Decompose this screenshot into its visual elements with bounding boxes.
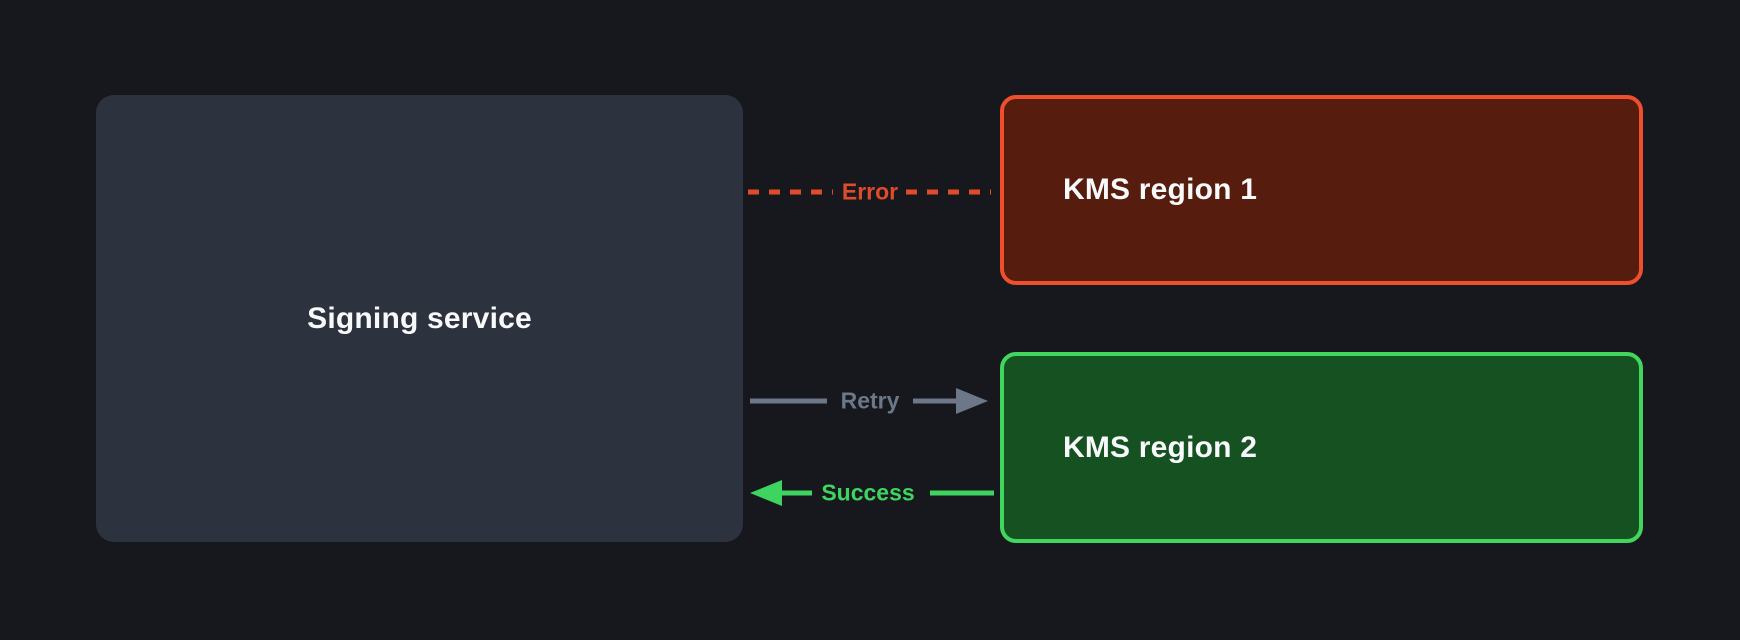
error-label: Error	[841, 178, 899, 205]
node-kms-region-1-label: KMS region 1	[1063, 173, 1258, 206]
retry-label: Retry	[840, 387, 900, 414]
node-signing-service-label: Signing service	[307, 301, 532, 335]
node-kms-region-1: KMS region 1	[1000, 95, 1643, 285]
node-kms-region-2: KMS region 2	[1000, 352, 1643, 543]
success-label: Success	[821, 479, 915, 506]
node-signing-service: Signing service	[96, 95, 743, 542]
node-kms-region-2-label: KMS region 2	[1063, 430, 1258, 464]
